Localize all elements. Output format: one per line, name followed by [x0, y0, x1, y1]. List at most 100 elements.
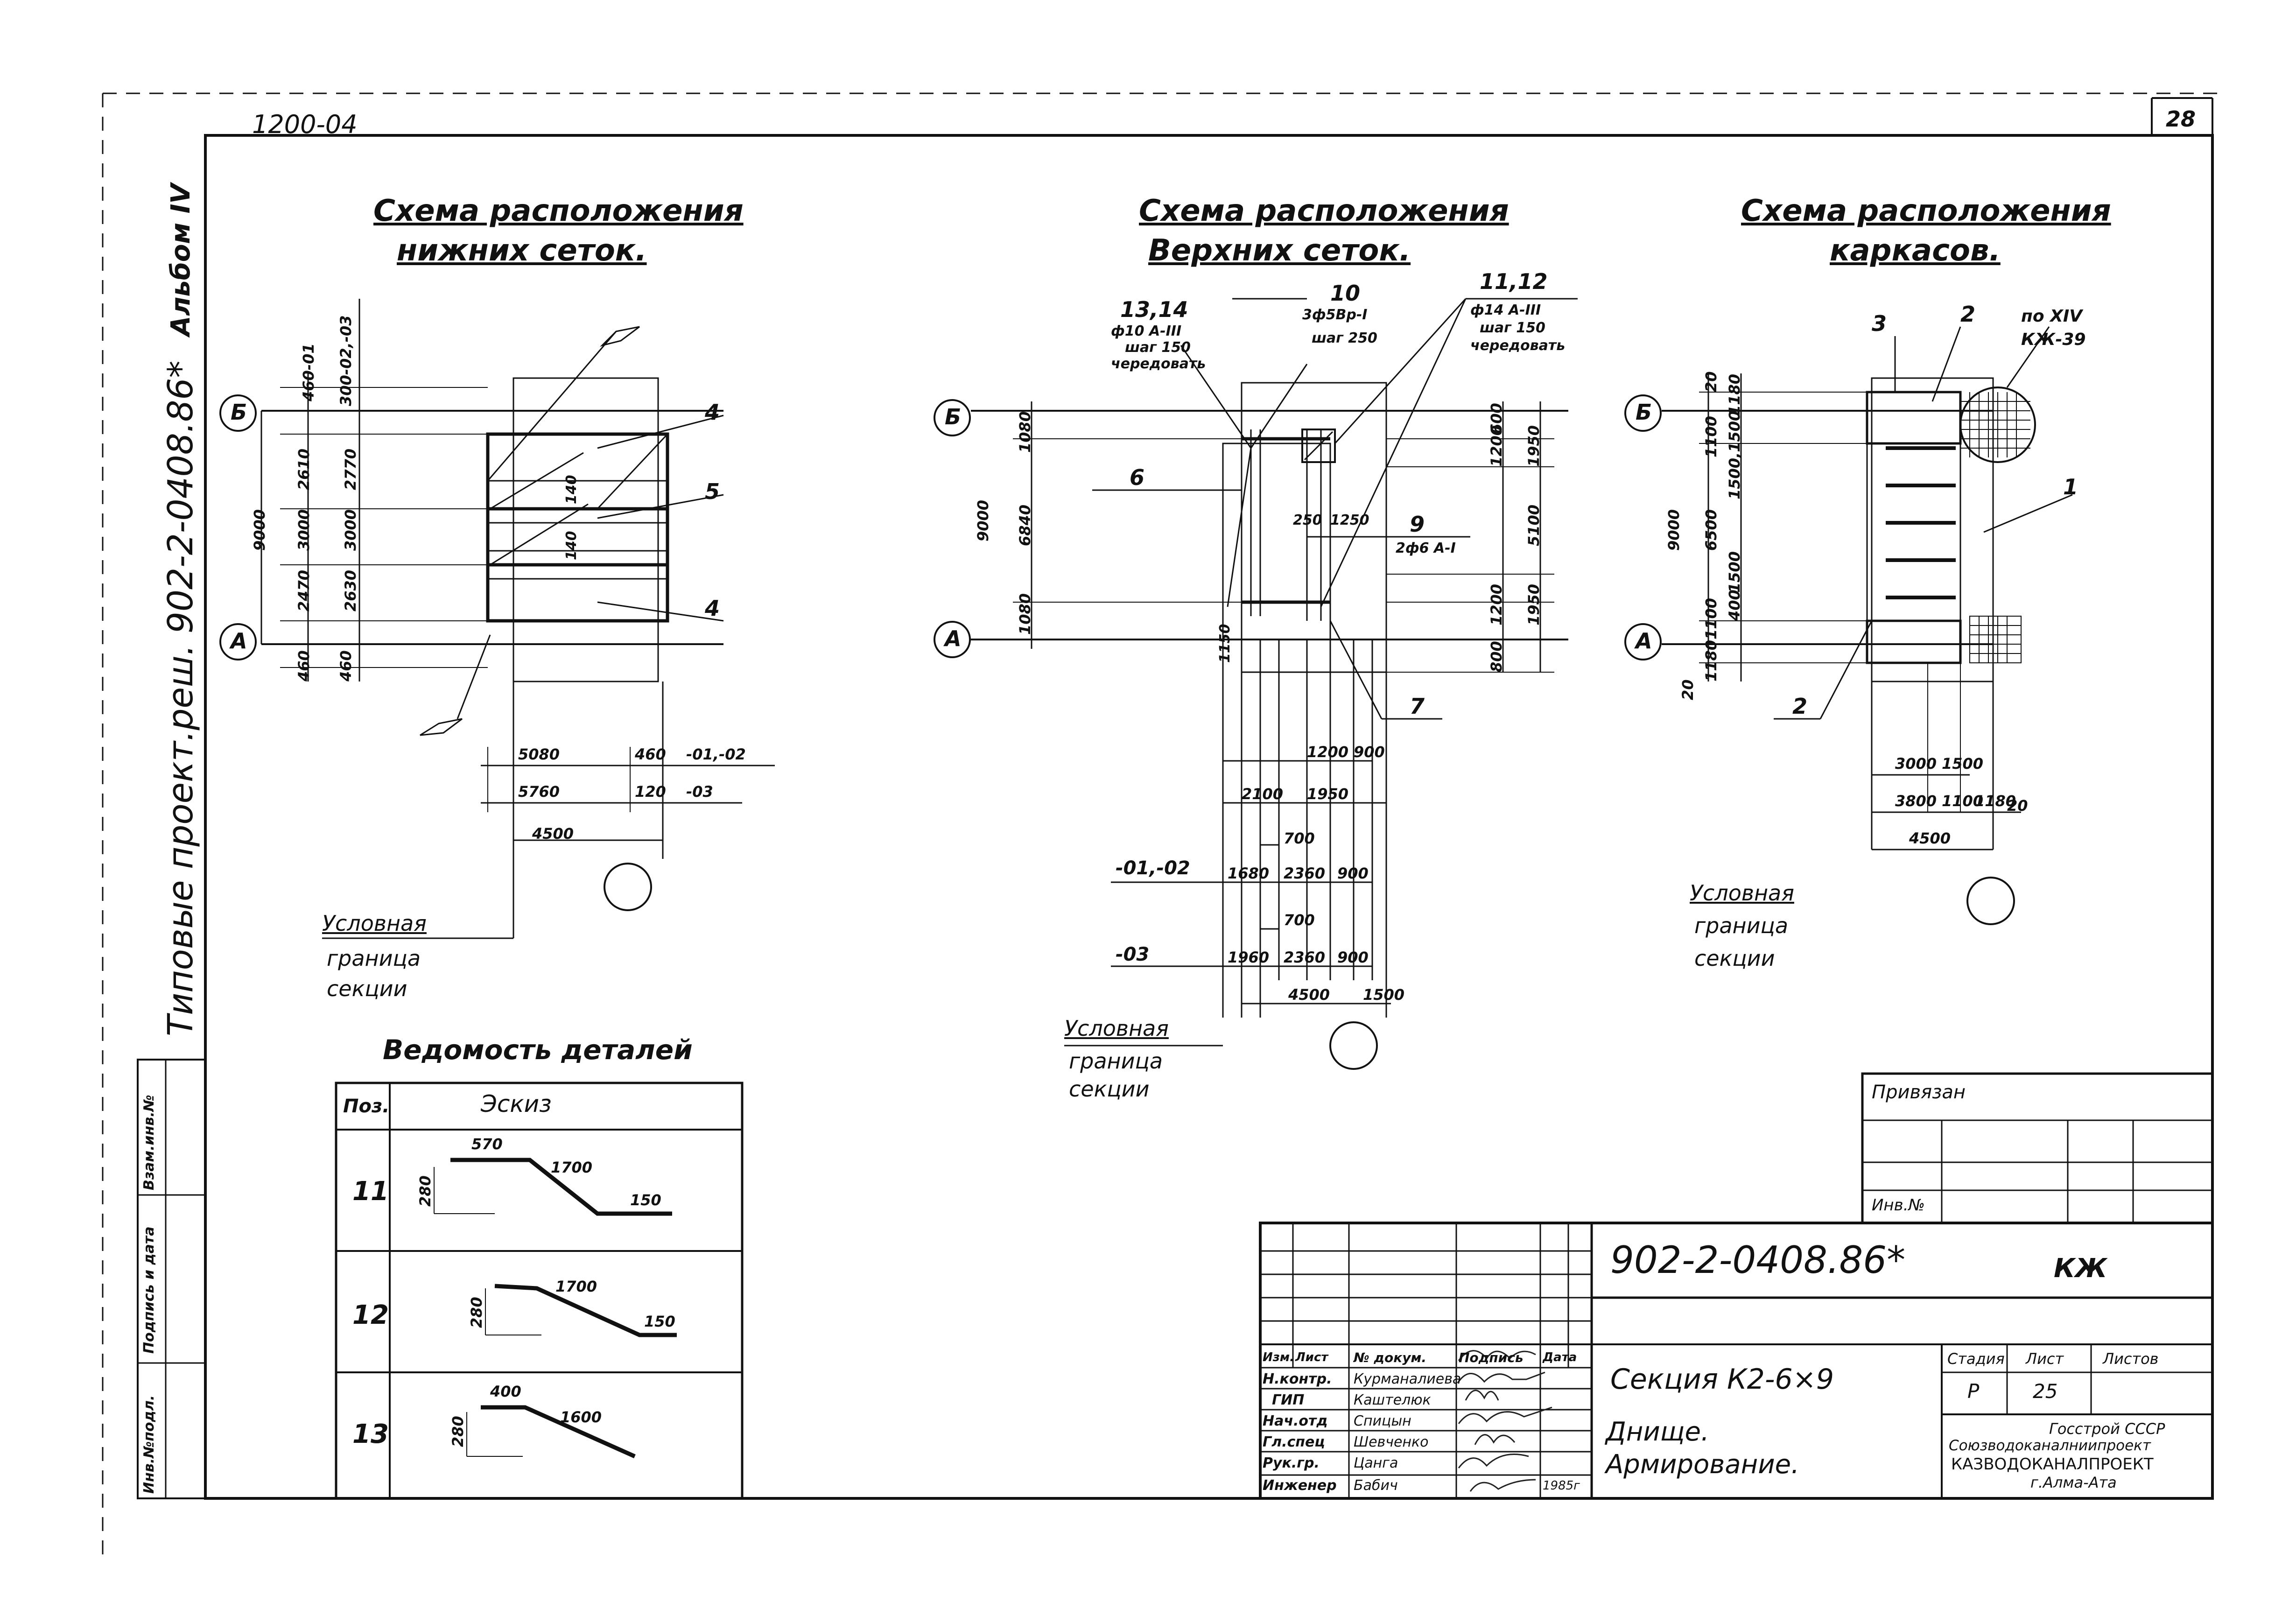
upper-pos-9-spec: 2ф6 А-I [1396, 540, 1456, 556]
upper-scheme-title-2: Верхних сеток. [1148, 233, 1411, 268]
tb-sheet-head: Лист [2026, 1350, 2064, 1368]
upper-leader-left-4: чередовать [1111, 356, 1206, 372]
lower-dim-bottom-5: 120 [635, 783, 666, 801]
lower-dim-left2-1: 2770 [342, 448, 359, 490]
upper-leader-right-3: шаг 150 [1480, 320, 1545, 336]
upper-dim-b2-4: 2360 [1284, 864, 1326, 882]
upper-dim-b3-3: 1960 [1228, 949, 1270, 966]
lower-boundary-3: секции [327, 976, 407, 1001]
upper-boundary-2: граница [1069, 1048, 1163, 1074]
frames-dim-left-2: 1180 [1726, 373, 1743, 415]
frames-dim-left-3: 1100 [1702, 415, 1720, 457]
details-row-11-d2: 1700 [551, 1159, 593, 1176]
stamp-inv-podl: Инв.№подл. [141, 1395, 157, 1494]
frames-boundary-3: секции [1694, 946, 1775, 971]
axis-a-right: А [1636, 628, 1652, 653]
frames-dim-left-8: 1100 [1702, 597, 1720, 639]
upper-dim-right-3: 1950 [1525, 425, 1543, 467]
frames-scheme-title-1: Схема расположения [1741, 194, 2111, 228]
tb-sheets-head: Листов [2103, 1350, 2159, 1368]
upper-dim-inner-3: 1150 [1217, 624, 1233, 663]
lower-dim-top-1: 460-01 [300, 343, 317, 401]
tb-name-6: Бабич [1354, 1477, 1398, 1494]
frames-dim-total: 9000 [1665, 509, 1683, 551]
details-row-12-d1: 1700 [555, 1278, 597, 1295]
tb-name-3: Спицын [1354, 1413, 1411, 1429]
lower-dim-bottom-6: -03 [686, 783, 713, 801]
upper-dim-right-2: 1200 [1488, 425, 1505, 467]
details-col-pos: Поз. [343, 1096, 390, 1117]
details-row-13-pos: 13 [352, 1419, 389, 1449]
tb-org-4: г.Алма-Ата [2030, 1474, 2117, 1491]
lower-dim-left-3: 3000 [295, 509, 313, 551]
lower-scheme-title-2: нижних сеток. [397, 233, 647, 268]
upper-dim-b2-5: 900 [1337, 864, 1369, 882]
upper-leader-right-2: ф14 А-III [1470, 302, 1541, 318]
binding-inv: Инв.№ [1872, 1196, 1925, 1215]
axis-b-left: Б [231, 400, 247, 425]
details-row-13-d1: 400 [490, 1383, 521, 1400]
upper-dim-inner-1: 250 [1293, 512, 1322, 528]
page-number: 28 [2166, 106, 2196, 132]
doc-code: 902-2-0408.86* [1610, 1238, 1906, 1282]
upper-dim-right-7: 800 [1488, 641, 1505, 672]
lower-pos-5: 5 [705, 479, 720, 504]
details-title: Ведомость деталей [383, 1034, 693, 1066]
upper-dim-b4-1: 4500 [1288, 986, 1330, 1004]
tb-role-2: ГИП [1272, 1392, 1305, 1408]
lower-scheme-title-1: Схема расположения [373, 194, 744, 228]
tb-sheet: 25 [2033, 1380, 2058, 1403]
axis-a-left: А [231, 628, 247, 653]
tb-stage: Р [1967, 1380, 1980, 1403]
upper-dim-b3-2: -03 [1116, 944, 1150, 965]
frames-dim-b-2: 1500 [1942, 755, 1984, 773]
axis-a-mid: А [945, 626, 962, 651]
lower-dim-bottom-2: 460 [635, 745, 666, 763]
tb-role-4: Гл.спец [1263, 1434, 1325, 1450]
lower-dim-left-5: 460 [337, 650, 355, 682]
axis-b-mid: Б [945, 404, 962, 429]
binding-label: Привязан [1872, 1082, 1966, 1103]
doc-mark: КЖ [2054, 1253, 2107, 1284]
upper-dim-b1-3: 2100 [1242, 785, 1284, 803]
stamp-replaced-inv: Взам.инв.№ [141, 1095, 157, 1190]
upper-dim-total: 9000 [974, 499, 992, 541]
details-row-13-d3: 280 [449, 1416, 467, 1447]
upper-pos-6: 6 [1130, 465, 1145, 490]
lower-dim-bottom-4: 5760 [518, 783, 560, 801]
upper-scheme-title-1: Схема расположения [1139, 194, 1509, 228]
upper-dim-inner-2: 1250 [1330, 512, 1369, 528]
stamp-signature-date: Подпись и дата [141, 1226, 157, 1354]
frames-pos-2b: 2 [1792, 694, 1808, 719]
upper-boundary-3: секции [1069, 1076, 1150, 1102]
frames-dim-b-3: 3800 [1895, 792, 1937, 810]
axis-b-right: Б [1636, 400, 1652, 425]
frames-ref-1: по XIV [2021, 307, 2083, 326]
tb-org-2: Союзводоканалниипроект [1949, 1437, 2151, 1454]
details-row-11-d3: 150 [630, 1191, 661, 1209]
details-row-11-d1: 570 [471, 1135, 503, 1153]
lower-dim-left-4: 2470 [295, 569, 313, 611]
tb-stage-head: Стадия [1947, 1350, 2005, 1368]
frames-dim-left-10: 20 [1679, 679, 1697, 700]
frames-dim-b-1: 3000 [1895, 755, 1937, 773]
lower-dim-total: 9000 [251, 509, 268, 551]
tb-role-5: Рук.гр. [1263, 1455, 1320, 1471]
frames-dim-b-7: 4500 [1909, 829, 1951, 847]
upper-dim-b4-2: 1500 [1363, 986, 1405, 1004]
series-label: Типовые проект.реш. 902-2-0408.86* [161, 360, 201, 1036]
upper-leader-left-3: шаг 150 [1125, 339, 1191, 356]
lower-boundary-1: Условная [322, 911, 427, 936]
upper-dim-left-2: 6840 [1016, 504, 1034, 546]
frames-dim-b-4: 1100 [1942, 792, 1984, 810]
frames-pos-3: 3 [1872, 311, 1887, 336]
tb-name-2: Каштелюк [1354, 1392, 1431, 1408]
tb-col-list: Лист [1295, 1350, 1328, 1364]
details-row-12-d2: 150 [644, 1313, 675, 1330]
details-row-11-pos: 11 [352, 1176, 389, 1207]
frames-dim-left-6: 1500 [1726, 551, 1743, 593]
upper-pos-9: 9 [1410, 512, 1425, 537]
lower-pos-4b: 4 [705, 596, 720, 621]
upper-dim-b3-5: 900 [1337, 949, 1369, 966]
tb-sheet-title-1: Днище. [1606, 1417, 1709, 1447]
